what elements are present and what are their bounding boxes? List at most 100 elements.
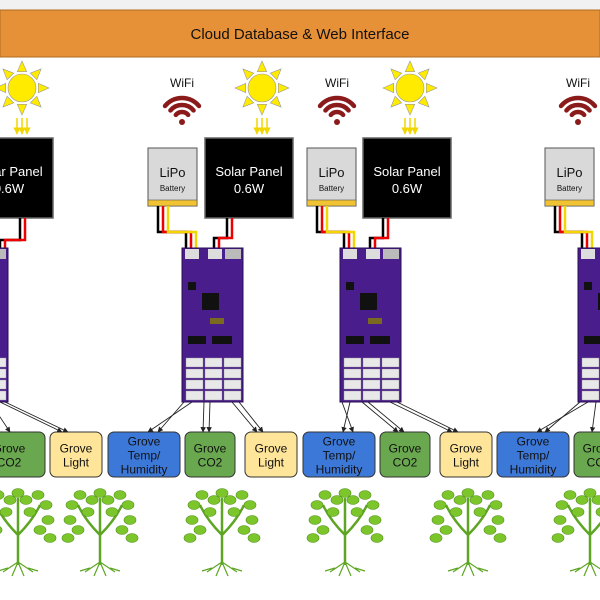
grove-port [0,379,7,390]
sensor-label: Humidity [316,463,363,477]
grove-port [581,390,600,401]
wifi-icon: WiFi [162,76,202,125]
connection-arrow [206,401,212,433]
grove-port [581,368,600,379]
grove-port [362,390,381,401]
plant-illustration [429,488,507,577]
solar-panel-label: Solar Panel [373,164,440,179]
sensor-label: Grove [583,442,600,456]
cloud-header: Cloud Database & Web Interface [0,9,600,58]
sensor-label: Grove [255,442,288,456]
grove-port [223,357,242,368]
connection-arrow [589,401,597,433]
battery-label: Battery [160,184,185,193]
sun-icon [382,60,438,135]
grove-port [204,368,223,379]
sensor-label: Light [258,456,285,470]
wifi-label: WiFi [170,76,194,90]
connection-arrow [389,401,453,433]
connection-arrow [200,401,206,433]
connection-arrow [361,401,399,433]
microcontroller-board [181,247,244,403]
connection-arrow [4,401,69,433]
connection-arrow [0,416,11,433]
grove-port [343,379,362,390]
grove-port [185,379,204,390]
wifi-icon: WiFi [558,76,598,125]
battery-wires [156,206,198,250]
sensor-label: Temp/ [128,449,161,463]
grove-port [0,390,7,401]
connection-arrow [341,401,354,433]
lipo-label: LiPo [159,165,185,180]
sensor-label: Grove [60,442,93,456]
solar-power-label: 0.6W [0,181,25,196]
grove-port [204,379,223,390]
connection-arrow [238,401,264,433]
grove-port [581,357,600,368]
sensor-label: Humidity [121,463,168,477]
grove-port [343,357,362,368]
panel-wires [212,218,234,250]
battery-wires [553,206,594,250]
sun-icon [234,60,290,135]
panel-wires [368,218,390,250]
grove-port [0,368,7,379]
plant-illustration [61,488,139,577]
sensor-label: Humidity [510,463,557,477]
header-title: Cloud Database & Web Interface [190,26,409,43]
solar-panel: Solar Panel 0.6W [0,137,54,219]
plant-illustration [306,488,384,577]
wifi-label: WiFi [566,76,590,90]
connection-arrow [0,401,63,433]
sensor-label: Temp/ [323,449,356,463]
solar-panel: Solar Panel 0.6W [362,137,452,219]
battery-wires [315,206,356,250]
solar-panel-label: Solar Panel [215,164,282,179]
connection-arrow [341,401,351,433]
grove-port [185,368,204,379]
solar-panel: Solar Panel 0.6W [204,137,294,219]
battery-label: Battery [557,184,582,193]
grove-port [185,390,204,401]
sensor-label: Grove [0,442,26,456]
grove-port [362,357,381,368]
sensor-label: Grove [389,442,422,456]
sensor-label: CO2 [0,456,22,470]
solar-power-label: 0.6W [392,181,423,196]
connection-arrow [536,401,589,433]
chip [360,293,377,310]
solar-panel-label: Solar Panel [0,164,43,179]
connection-arrow [367,401,405,433]
plant-illustration [183,488,261,577]
grove-port [223,379,242,390]
sensor-label: Grove [128,435,161,449]
wifi-icon: WiFi [317,76,357,125]
sensor-label: Grove [450,442,483,456]
microcontroller-board [0,247,9,403]
chip [202,293,219,310]
grove-port [204,357,223,368]
grove-port [343,390,362,401]
grove-port [381,390,400,401]
lipo-label: LiPo [318,165,344,180]
connection-arrow [147,401,193,433]
sensor-label: CO2 [393,456,418,470]
grove-port [581,379,600,390]
grove-port [343,368,362,379]
solar-power-label: 0.6W [234,181,265,196]
wifi-label: WiFi [325,76,349,90]
sensor-label: Grove [194,442,227,456]
microcontroller-board [339,247,402,403]
